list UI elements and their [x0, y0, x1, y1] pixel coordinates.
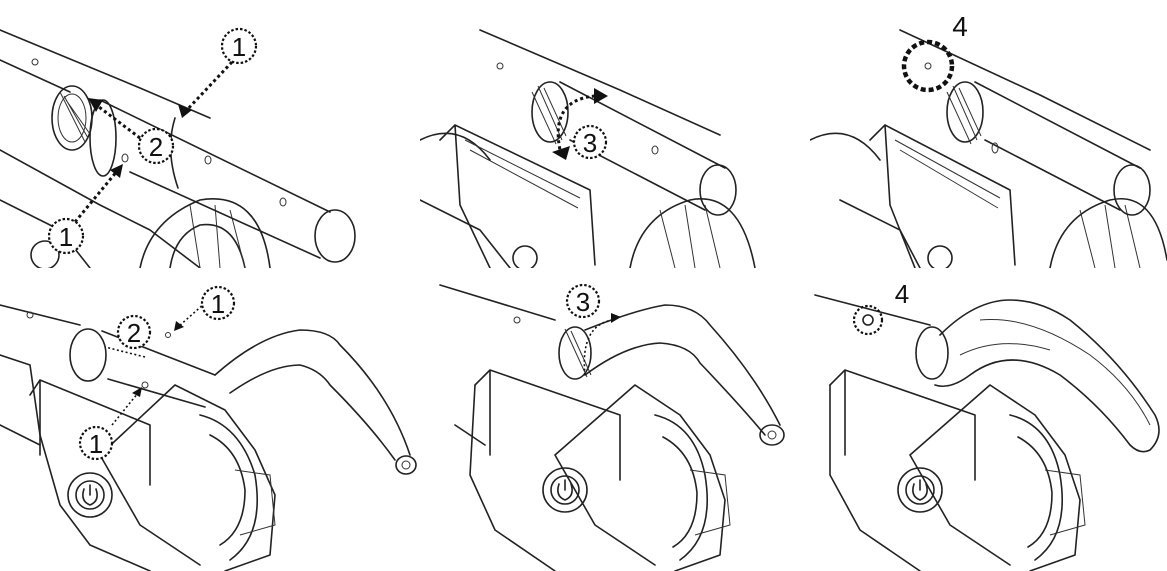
handle-end [395, 455, 417, 475]
power-button [512, 245, 538, 268]
power-button [67, 472, 113, 518]
tube-end [314, 209, 356, 263]
power-button [542, 467, 588, 513]
fan-guard [629, 198, 756, 268]
panel-step-4-bottom: 4 [810, 275, 1167, 571]
handle-shell [934, 299, 1160, 453]
collar-ring [69, 328, 107, 382]
trigger-guard [439, 124, 596, 268]
screw-highlight-circle [901, 39, 955, 93]
panel-step-3-top: 3 [420, 0, 770, 268]
step-label: 1 [89, 429, 103, 459]
panel-step-4-top: 4 [810, 0, 1167, 268]
collar-ring [531, 81, 569, 143]
collar-ring [558, 326, 592, 380]
housing-outline [814, 294, 931, 571]
step-label: 3 [583, 128, 597, 158]
collar-ring [946, 81, 984, 143]
callout-circle [565, 283, 601, 319]
handle-end [759, 424, 785, 446]
callout-circle [78, 425, 114, 461]
callout-circle [137, 127, 175, 165]
panel-6-drawing: 4 [814, 279, 1160, 571]
trigger-guard [474, 369, 621, 481]
step-label: 1 [59, 222, 73, 252]
power-button [927, 245, 953, 268]
step-label: 3 [576, 287, 590, 317]
panel-step-3-bottom: 3 [435, 275, 805, 571]
arrow-1-top [183, 60, 234, 114]
panel-step-1-2-top: 1 2 1 [0, 0, 380, 268]
housing-outline [810, 29, 1151, 268]
trigger-guard [869, 124, 1016, 268]
power-button [897, 467, 943, 513]
callout-circle [572, 124, 608, 160]
callout-circle [200, 285, 236, 321]
fan-guard [139, 198, 271, 268]
handle-tube [99, 99, 331, 259]
callout-circle [116, 314, 152, 350]
callout-circle [47, 217, 85, 255]
callout-circle [220, 27, 258, 65]
panel-4-drawing: 1 2 1 [0, 285, 417, 571]
blower-body [99, 384, 276, 571]
screw-highlight-circle [852, 304, 884, 336]
handle-tube [101, 330, 216, 408]
panel-5-drawing: 3 [439, 283, 785, 571]
tube-end [699, 164, 737, 216]
blower-body [554, 384, 726, 571]
panel-3-drawing: 4 [810, 11, 1167, 268]
fan-guard [1049, 198, 1167, 268]
trigger-guard [29, 379, 151, 486]
housing-outline [420, 29, 721, 268]
housing-outline [0, 304, 151, 571]
panel-step-1-2-bottom: 1 2 1 [0, 275, 430, 571]
handle-grip [584, 304, 781, 436]
step-label: 4 [952, 11, 968, 42]
blower-body [909, 384, 1081, 571]
rotation-arrow [583, 319, 614, 376]
rotation-arrow [556, 94, 596, 151]
step-label: 2 [127, 318, 141, 348]
step-label: 1 [232, 32, 246, 62]
step-label: 1 [211, 289, 225, 319]
trigger-guard [829, 369, 976, 481]
screw-icon [924, 62, 932, 70]
arrow-1-bottom [73, 169, 120, 223]
handle-tube [974, 81, 1141, 211]
arrow-1-top [177, 302, 206, 328]
step-label: 2 [149, 132, 163, 162]
screw-icon [862, 314, 874, 326]
collar-ring [915, 326, 949, 380]
housing-outline [0, 29, 211, 268]
step-label: 4 [895, 279, 909, 309]
handle-grip [214, 329, 411, 461]
panel-2-drawing: 3 [420, 29, 756, 268]
panel-1-drawing: 1 2 1 [0, 27, 356, 268]
power-button [30, 240, 60, 268]
tube-end [1113, 164, 1151, 216]
arrow-1-bottom [111, 392, 139, 426]
housing-outline [439, 284, 556, 571]
arrow-2 [104, 346, 146, 358]
